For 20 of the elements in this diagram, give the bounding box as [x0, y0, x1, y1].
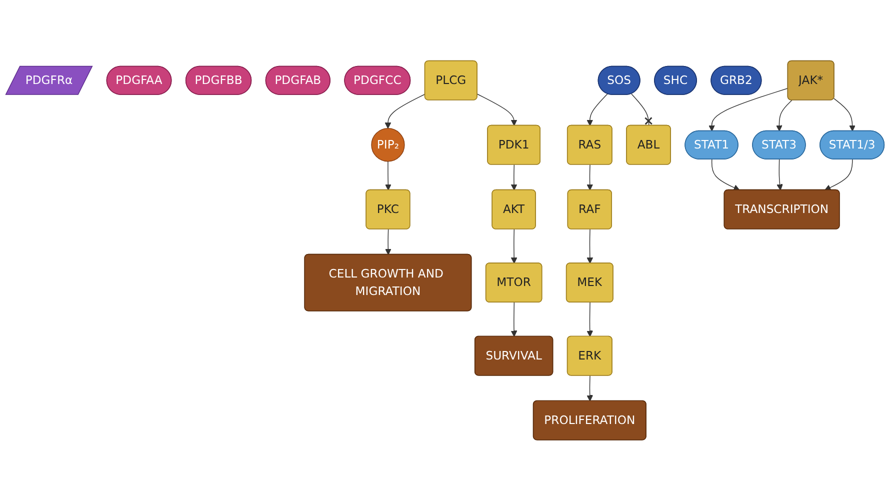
arrow — [586, 376, 594, 402]
arrow — [384, 161, 392, 191]
node-circle: PIP₂ — [371, 128, 405, 162]
arrow — [384, 229, 392, 256]
arrow — [586, 164, 594, 191]
arrow — [834, 98, 856, 132]
arrow — [824, 159, 853, 191]
arrow — [776, 159, 783, 191]
arrow — [586, 229, 594, 264]
arrow — [384, 94, 426, 129]
arrow — [510, 164, 518, 191]
arrow — [711, 159, 740, 191]
arrow — [586, 94, 608, 126]
connector — [631, 94, 653, 126]
arrow — [586, 302, 594, 338]
arrow — [510, 229, 518, 264]
arrow — [477, 94, 518, 126]
arrow — [708, 88, 788, 132]
arrow — [510, 302, 518, 338]
arrow — [776, 100, 792, 132]
